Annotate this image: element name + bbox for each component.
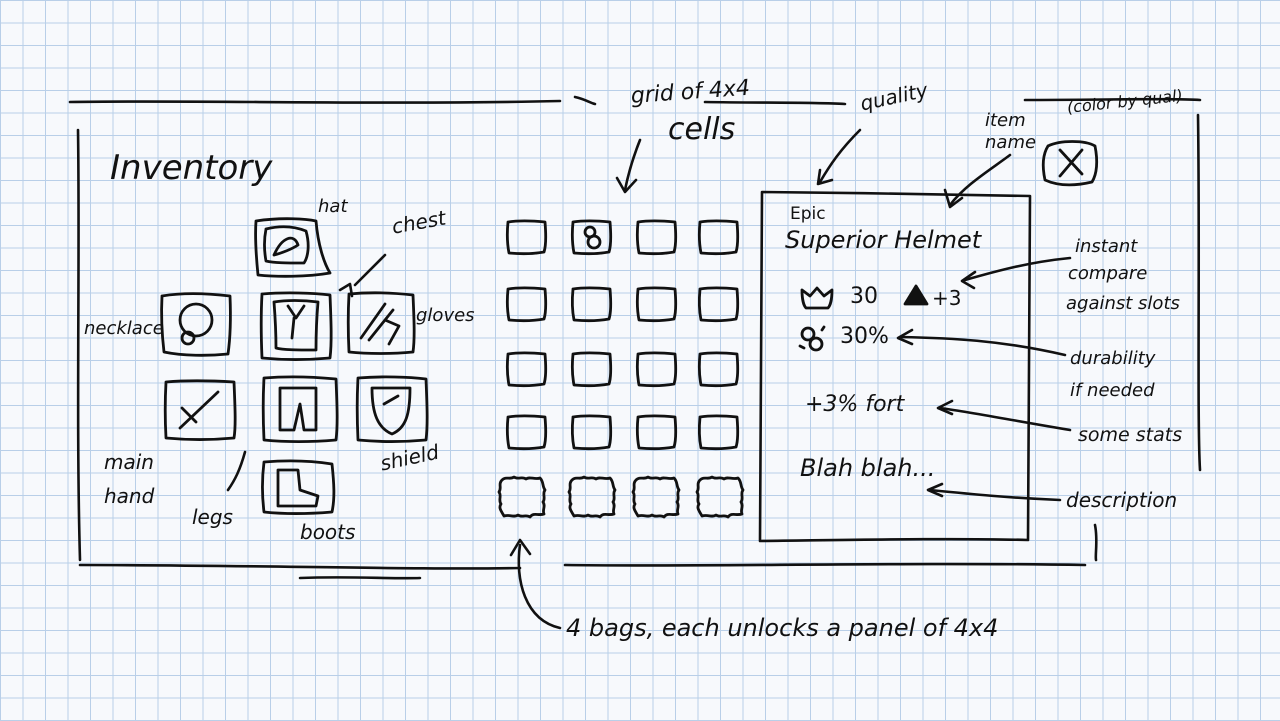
hat-slot[interactable] bbox=[252, 215, 332, 279]
instant-compare-annotation-1: instant bbox=[1075, 236, 1138, 257]
grid-cell[interactable] bbox=[635, 218, 678, 256]
inventory-title: Inventory bbox=[110, 148, 273, 188]
main-hand-label-1: main bbox=[104, 450, 154, 474]
grid-cell[interactable] bbox=[635, 285, 678, 323]
grid-cell[interactable] bbox=[635, 350, 678, 388]
triangle-up-icon bbox=[903, 284, 929, 306]
gloves-slot[interactable] bbox=[345, 290, 417, 356]
item-name-annotation-1: item bbox=[985, 110, 1026, 131]
broken-chain-icon bbox=[798, 325, 826, 352]
durability-annotation-1: durability bbox=[1070, 348, 1156, 369]
grid-cell[interactable] bbox=[570, 413, 613, 451]
bag-slot[interactable] bbox=[694, 474, 746, 520]
close-icon[interactable] bbox=[1040, 136, 1100, 188]
legs-slot[interactable] bbox=[260, 374, 340, 444]
grid-cell[interactable] bbox=[697, 350, 740, 388]
main-hand-label-2: hand bbox=[104, 484, 155, 508]
grid-cell[interactable] bbox=[505, 413, 548, 451]
grid-cell[interactable] bbox=[505, 218, 548, 256]
chest-slot[interactable] bbox=[258, 290, 334, 362]
bags-annotation: 4 bags, each unlocks a panel of 4x4 bbox=[566, 614, 999, 642]
grid-cell[interactable] bbox=[697, 218, 740, 256]
necklace-slot[interactable] bbox=[158, 290, 234, 358]
bag-slot[interactable] bbox=[630, 474, 682, 520]
grid-cell[interactable] bbox=[570, 218, 613, 256]
some-stats-annotation: some stats bbox=[1078, 424, 1183, 446]
gloves-label: gloves bbox=[416, 305, 475, 326]
tooltip-durability: 30% bbox=[840, 324, 889, 349]
tooltip-quality: Epic bbox=[790, 204, 826, 224]
grid-cell[interactable] bbox=[697, 285, 740, 323]
grid-cell[interactable] bbox=[505, 285, 548, 323]
legs-label: legs bbox=[192, 505, 233, 529]
boots-slot[interactable] bbox=[258, 458, 338, 518]
necklace-label: necklace bbox=[84, 318, 164, 339]
item-name-annotation-2: name bbox=[985, 132, 1037, 153]
grid-cell[interactable] bbox=[505, 350, 548, 388]
grid-annotation-2: cells bbox=[668, 112, 736, 147]
bag-slot[interactable] bbox=[566, 474, 618, 520]
main-hand-slot[interactable] bbox=[162, 378, 238, 442]
instant-compare-annotation-3: against slots bbox=[1066, 293, 1180, 314]
tooltip-stat: +3% fort bbox=[805, 392, 905, 417]
hat-label: hat bbox=[318, 196, 348, 217]
tooltip-description: Blah blah... bbox=[800, 454, 936, 482]
grid-cell[interactable] bbox=[570, 285, 613, 323]
armor-icon bbox=[800, 286, 834, 310]
tooltip-armor-value: 30 bbox=[850, 284, 878, 309]
grid-cell[interactable] bbox=[697, 413, 740, 451]
grid-cell[interactable] bbox=[570, 350, 613, 388]
bag-slot[interactable] bbox=[496, 474, 548, 520]
boots-label: boots bbox=[300, 520, 356, 544]
grid-cell[interactable] bbox=[635, 413, 678, 451]
description-annotation: description bbox=[1066, 488, 1178, 512]
instant-compare-annotation-2: compare bbox=[1068, 263, 1148, 284]
tooltip-item-name: Superior Helmet bbox=[785, 226, 982, 254]
tooltip-compare-value: +3 bbox=[932, 286, 962, 310]
shield-slot[interactable] bbox=[354, 374, 430, 444]
durability-annotation-2: if needed bbox=[1070, 380, 1155, 401]
